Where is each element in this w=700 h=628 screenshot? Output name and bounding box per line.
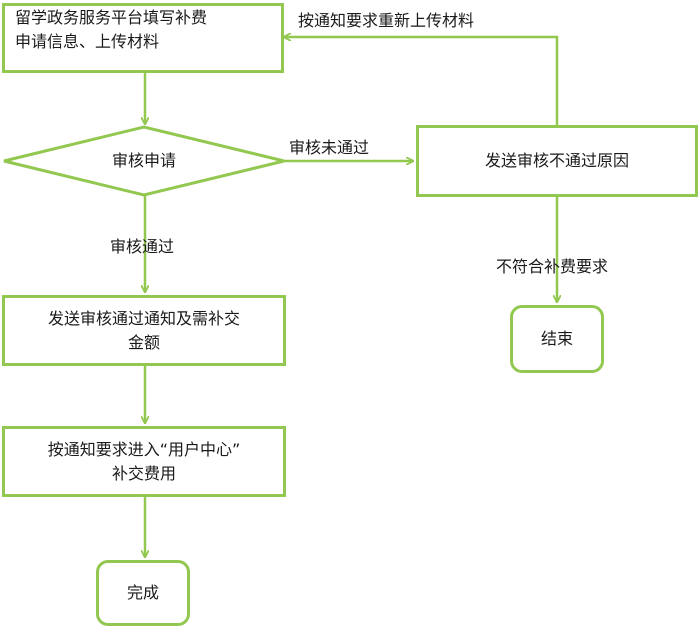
complete-node: 完成 [96,560,190,626]
review-decision-label: 审核申请 [111,151,176,170]
pay-in-user-center-node: 按通知要求进入“用户中心” 补交费用 [2,426,286,497]
end-node: 结束 [510,305,604,373]
complete-label: 完成 [126,583,159,602]
send-reject-reason-node: 发送审核不通过原因 [416,125,698,197]
pay-in-user-center-line2: 补交费用 [111,463,176,483]
edge-label-not-meet: 不符合补费要求 [496,257,609,276]
send-pass-notice-line2: 金额 [127,332,160,352]
edge-label-approved: 审核通过 [110,237,175,256]
fill-info-line1: 留学政务服务平台填写补费 [15,8,208,27]
arrow-reject-to-fill [284,37,559,125]
pay-in-user-center-line1: 按通知要求进入“用户中心” [47,439,241,459]
fill-info-line2: 申请信息、上传材料 [15,32,160,51]
end-label: 结束 [540,329,573,348]
fill-info-node: 留学政务服务平台填写补费 申请信息、上传材料 [2,3,284,73]
send-pass-notice-node: 发送审核通过通知及需补交 金额 [2,295,286,366]
edge-label-rejected: 审核未通过 [289,138,370,157]
edge-label-reupload: 按通知要求重新上传材料 [298,11,475,30]
send-reject-reason-label: 发送审核不通过原因 [484,151,629,170]
send-pass-notice-line1: 发送审核通过通知及需补交 [47,308,240,328]
